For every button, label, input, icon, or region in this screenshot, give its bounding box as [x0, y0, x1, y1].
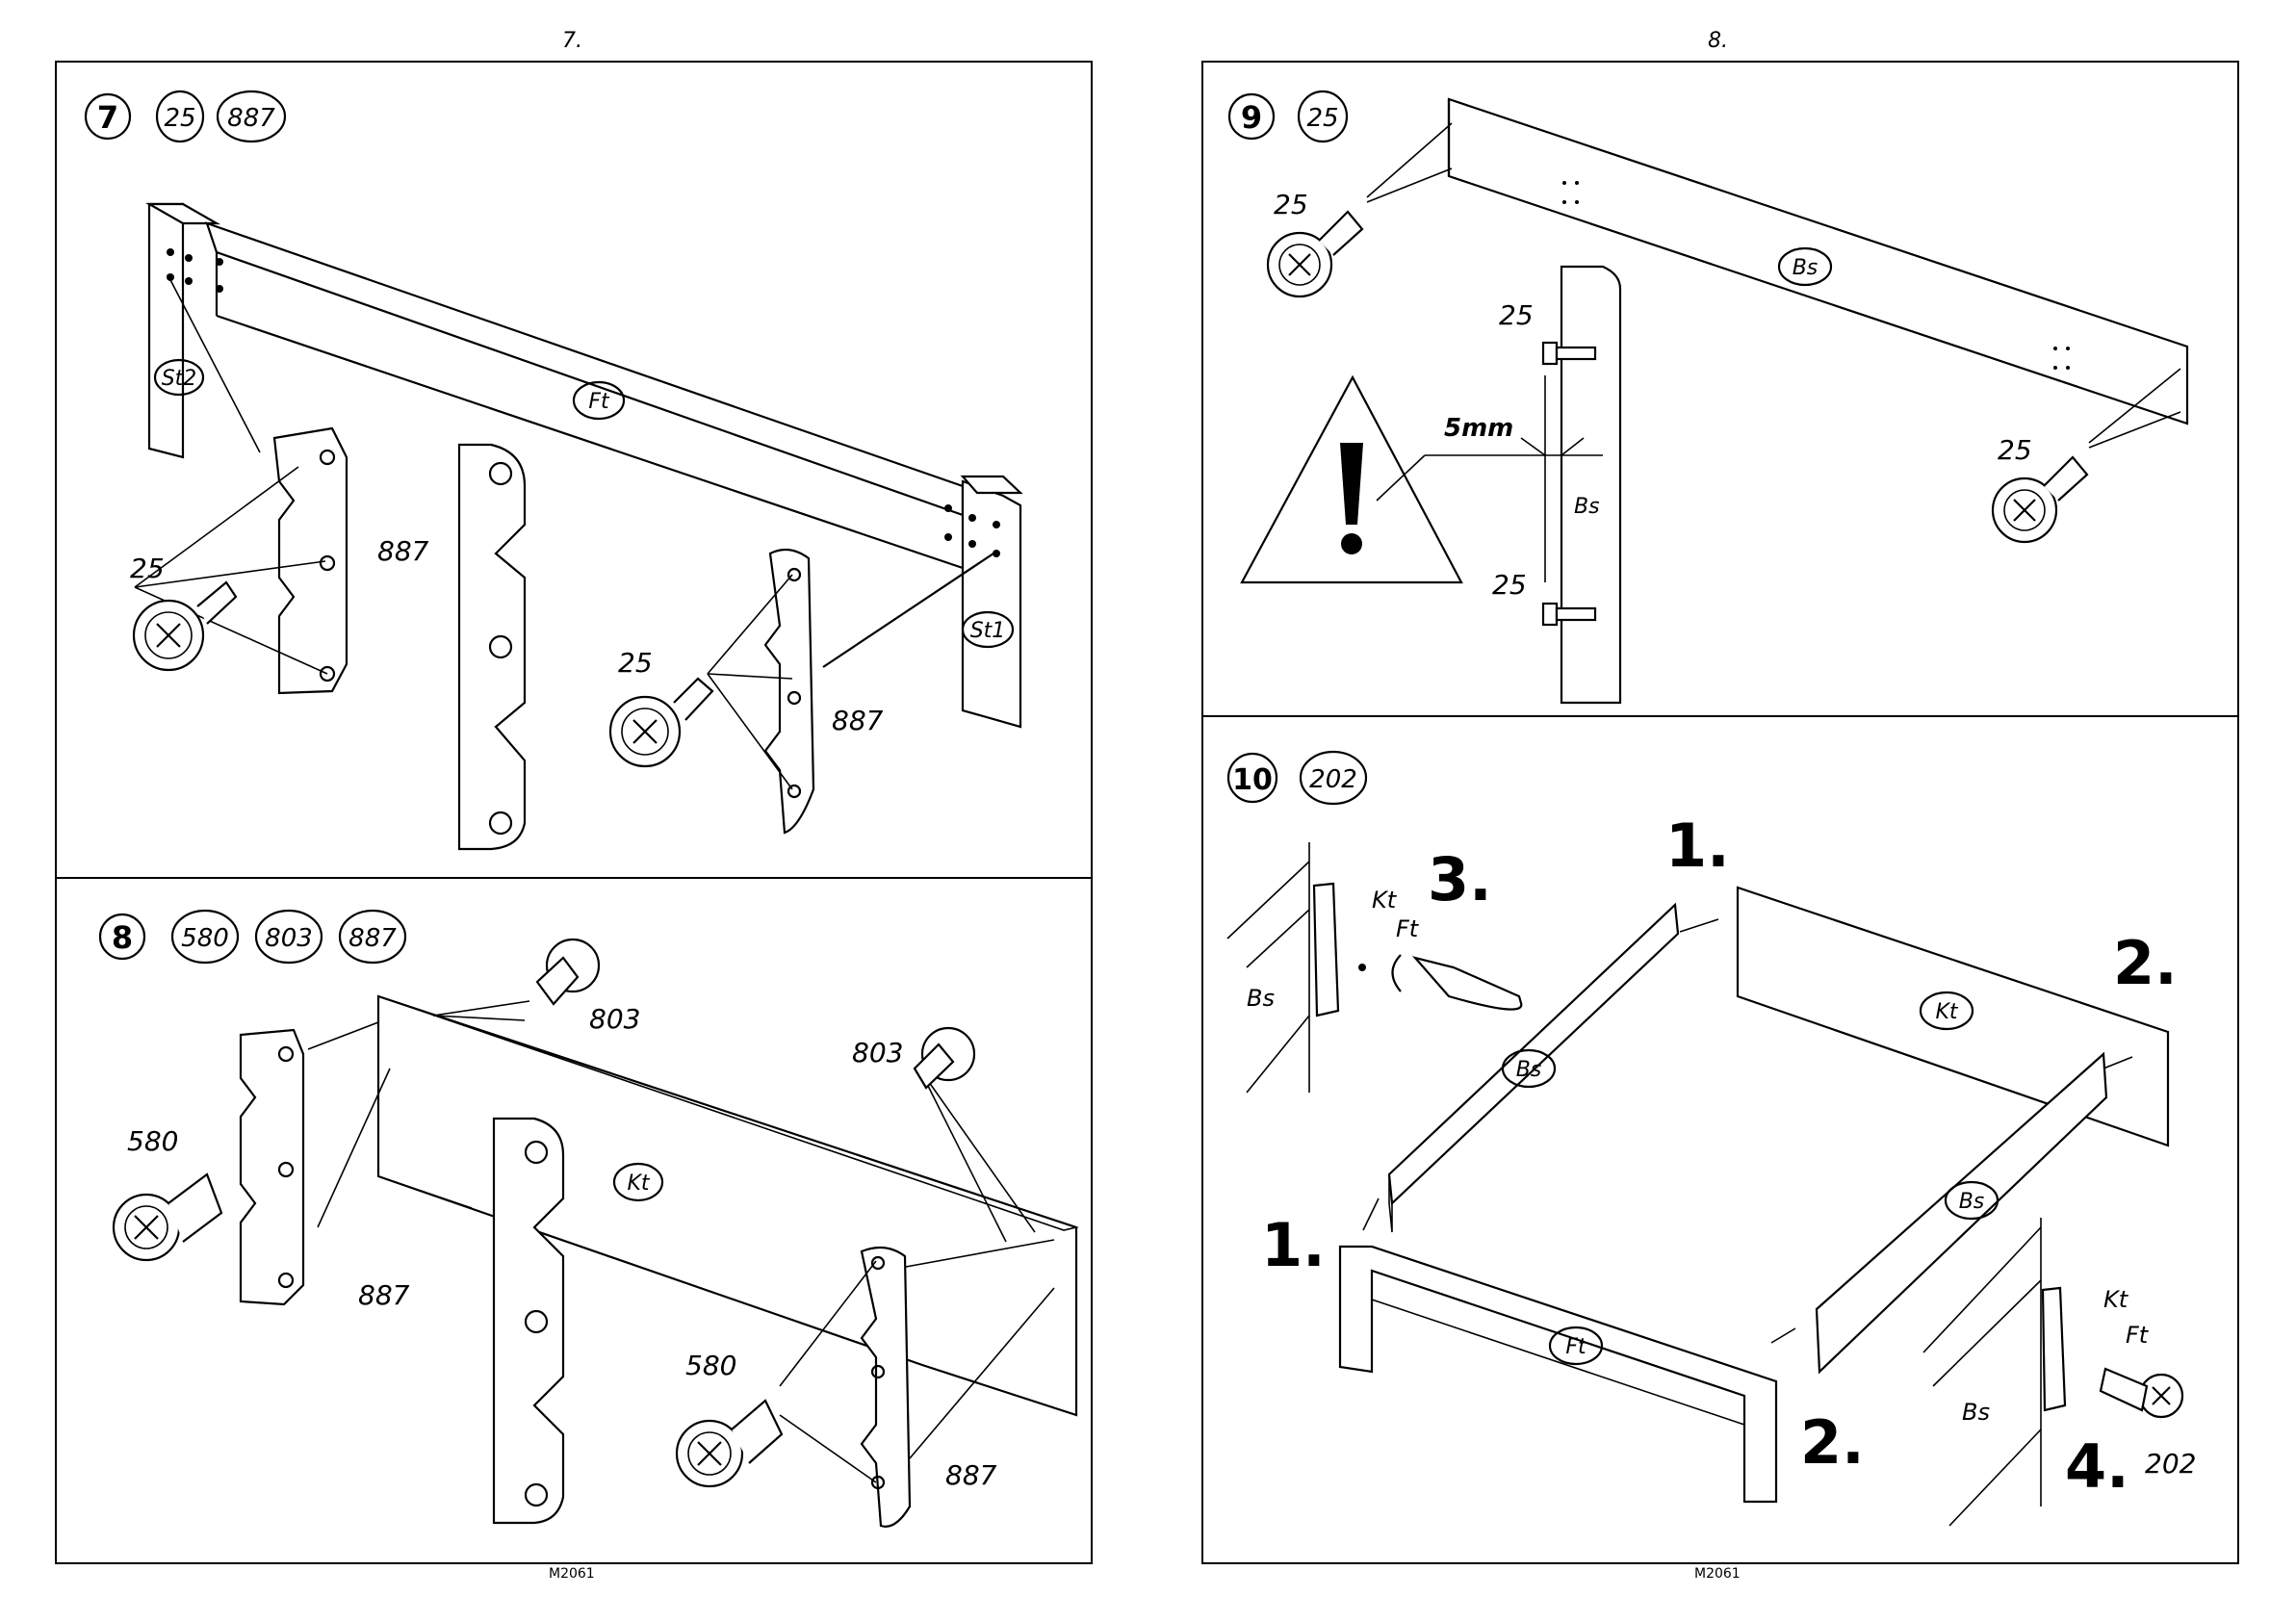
- part-callout: 887: [377, 535, 429, 567]
- step-8-bracket-left: 580 887: [114, 1030, 410, 1311]
- step-8-header: 8 580 803 887: [100, 911, 405, 963]
- part-callout: 25: [1499, 299, 1534, 331]
- sequence-number: 2.: [2113, 928, 2178, 998]
- part-badge: 803: [265, 924, 313, 953]
- step-10-detail-top-left: Bs Kt Ft 3.: [1227, 842, 1521, 1093]
- sequence-number: 2.: [1800, 1407, 1865, 1478]
- step-number: 10: [1232, 763, 1273, 797]
- piece-label: St2: [162, 367, 197, 391]
- step-number: 8: [112, 919, 133, 956]
- piece-label: Ft: [2126, 1322, 2150, 1349]
- step-7-bracket-large: [459, 445, 525, 849]
- step-number: 7: [97, 99, 118, 136]
- part-callout: 202: [2145, 1448, 2196, 1480]
- step-8-bolts: 803 803: [537, 940, 974, 1088]
- part-badge: 887: [348, 924, 397, 953]
- gap-measurement: 5mm: [1444, 414, 1513, 443]
- step-number: 9: [1241, 99, 1262, 136]
- document-code-right: M2061: [1694, 1566, 1741, 1582]
- part-badge: 580: [181, 924, 229, 953]
- sequence-number: 4.: [2065, 1431, 2129, 1502]
- sequence-number: 1.: [1665, 811, 1730, 881]
- piece-label: Bs: [1574, 495, 1600, 519]
- part-badge: 202: [1309, 765, 1357, 794]
- piece-label: Ft: [588, 390, 610, 414]
- piece-label: Kt: [627, 1171, 650, 1196]
- step-8-bracket-large: [494, 1119, 563, 1523]
- part-callout: 887: [945, 1459, 997, 1491]
- part-callout: 887: [358, 1279, 410, 1311]
- piece-label: Kt: [1935, 1000, 1958, 1024]
- step-10-frame-assembly: Bs Kt Bs Ft 1. 1. 2. 2.: [1261, 811, 2178, 1502]
- part-callout: 887: [832, 705, 884, 736]
- warning-icon: [1242, 377, 1461, 582]
- step-10-header: 10 202: [1228, 752, 1366, 804]
- part-callout: 580: [685, 1350, 736, 1381]
- part-callout: 25: [618, 647, 653, 679]
- part-callout: 580: [127, 1125, 178, 1157]
- document-code-left: M2061: [549, 1566, 595, 1582]
- part-callout: 803: [852, 1037, 903, 1068]
- step-7-header: 7 25 887: [86, 91, 285, 142]
- step-9-gap-detail: 25 25 5mm Bs: [1377, 267, 1620, 703]
- part-callout: 803: [589, 1003, 640, 1035]
- step-9-header: 9 25: [1229, 91, 1347, 142]
- part-callout: 25: [130, 553, 165, 584]
- part-callout: 25: [1492, 569, 1527, 601]
- step-10-detail-bottom-right: Kt Ft Bs 4. 202: [1923, 1218, 2196, 1526]
- part-callout: 25: [1274, 189, 1308, 220]
- part-badge: 887: [227, 104, 275, 133]
- sequence-number: 1.: [1261, 1210, 1326, 1280]
- piece-label: Bs: [1247, 985, 1275, 1012]
- step-7-bracket-right: 25 887: [610, 550, 884, 833]
- piece-label: Ft: [1565, 1335, 1587, 1359]
- part-badge: 25: [164, 104, 195, 133]
- step-9-rail-drawing: Bs: [1367, 99, 2187, 448]
- piece-label: Bs: [1516, 1058, 1542, 1082]
- piece-label: Ft: [1396, 915, 1420, 942]
- piece-label: Kt: [1372, 887, 1398, 914]
- piece-label: Kt: [2103, 1286, 2129, 1313]
- piece-label: St1: [970, 619, 1006, 643]
- part-callout: 25: [1998, 434, 2032, 466]
- part-badge: 25: [1306, 104, 1338, 133]
- piece-label: Bs: [1959, 1190, 1985, 1214]
- piece-label: Bs: [1793, 256, 1819, 280]
- sequence-number: 3.: [1428, 844, 1492, 914]
- step-7-screw-left: 25: [130, 553, 236, 670]
- piece-label: Bs: [1962, 1399, 1990, 1426]
